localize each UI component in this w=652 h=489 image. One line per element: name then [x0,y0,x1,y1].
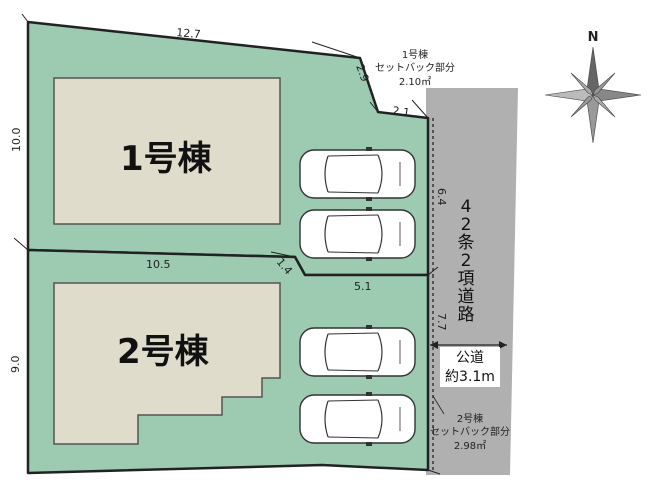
car-mirror [366,207,372,211]
dim-tick [411,99,429,119]
car-mirror [366,442,372,446]
car-1 [299,147,416,201]
car-body [299,327,416,377]
car-roof-line [327,251,379,254]
dim-lot1-top: 12.7 [176,26,202,41]
road-name: 4 2 条 2 項 道 路 [458,197,475,325]
car-rear-window [324,155,329,193]
dim-divider-left: 10.5 [146,258,171,271]
setback-note-lot1-line3: 2.10㎡ [399,76,431,88]
dim-lot1-corner-diag: 2.9 [353,63,371,84]
dim-lot1-corner-horiz: 2.1 [392,104,411,119]
car-rear-window [324,215,329,253]
road-width-label-bg [440,347,500,387]
dim-tick [427,266,439,276]
dim-divider-right: 5.1 [354,280,372,293]
setback-note-lot2-line1: 2号棟 [457,412,483,425]
road-name-char: 2 [461,251,472,271]
car-body [299,394,416,444]
road-name-char: 項 [458,269,475,289]
car-2 [299,207,416,261]
arrow-left-head [430,341,438,349]
building-1-label: 1号棟 [120,139,213,179]
compass-north-label: N [588,30,599,45]
car-mirror [366,147,372,151]
parking-cars [299,147,416,446]
car-windshield [377,214,383,254]
setback-note-lot2-line3: 2.98㎡ [454,440,486,452]
car-roof-line [327,332,379,335]
dim-tick [311,41,361,59]
dim-lot2-right: 7.7 [435,313,448,331]
compass-rose: N [544,30,642,144]
road-name-char: 条 [458,233,475,253]
building-2 [53,282,281,445]
car-3 [299,325,416,379]
car-mirror [366,375,372,379]
dim-tick [369,101,379,113]
car-roof-line [327,191,379,194]
setback-note-lot2-line2: セットバック部分 [430,425,510,438]
road-name-char: 道 [458,287,475,307]
dim-tick [13,237,29,251]
car-4 [299,392,416,446]
dim-tick [270,251,296,258]
road-name-char: 4 [461,197,472,217]
arrow-right-head [499,341,507,349]
building-2-label: 2号棟 [117,332,210,372]
setback-note-lot1-line2: セットバック部分 [375,61,455,74]
dim-lot1-right: 6.4 [435,188,448,206]
car-windshield [377,332,383,372]
car-roof-line [327,399,379,402]
car-roof-line [327,436,379,439]
road-name-char: 路 [458,305,475,325]
car-mirror [366,197,372,201]
dim-tick [427,469,441,475]
dim-lot2-left: 9.0 [9,356,22,374]
setback-lot2-leader [432,395,445,415]
car-mirror [366,325,372,329]
building-1 [53,77,281,225]
car-body [299,149,416,199]
compass-arm-sw [570,94,594,118]
car-mirror [366,392,372,396]
car-windshield [377,154,383,194]
car-rear-window [324,333,329,371]
car-roof-line [327,369,379,372]
car-roof-line [327,154,379,157]
road-type-label: 公道 [456,350,484,366]
dim-tick [21,13,29,23]
dim-lot1-left: 10.0 [10,128,23,153]
road-name-char: 2 [461,215,472,235]
setback-note-lot1-line1: 1号棟 [402,48,428,61]
car-windshield [377,399,383,439]
car-body [299,209,416,259]
car-mirror [366,257,372,261]
road-width-label: 約3.1m [445,369,495,385]
car-roof-line [327,214,379,217]
car-rear-window [324,400,329,438]
